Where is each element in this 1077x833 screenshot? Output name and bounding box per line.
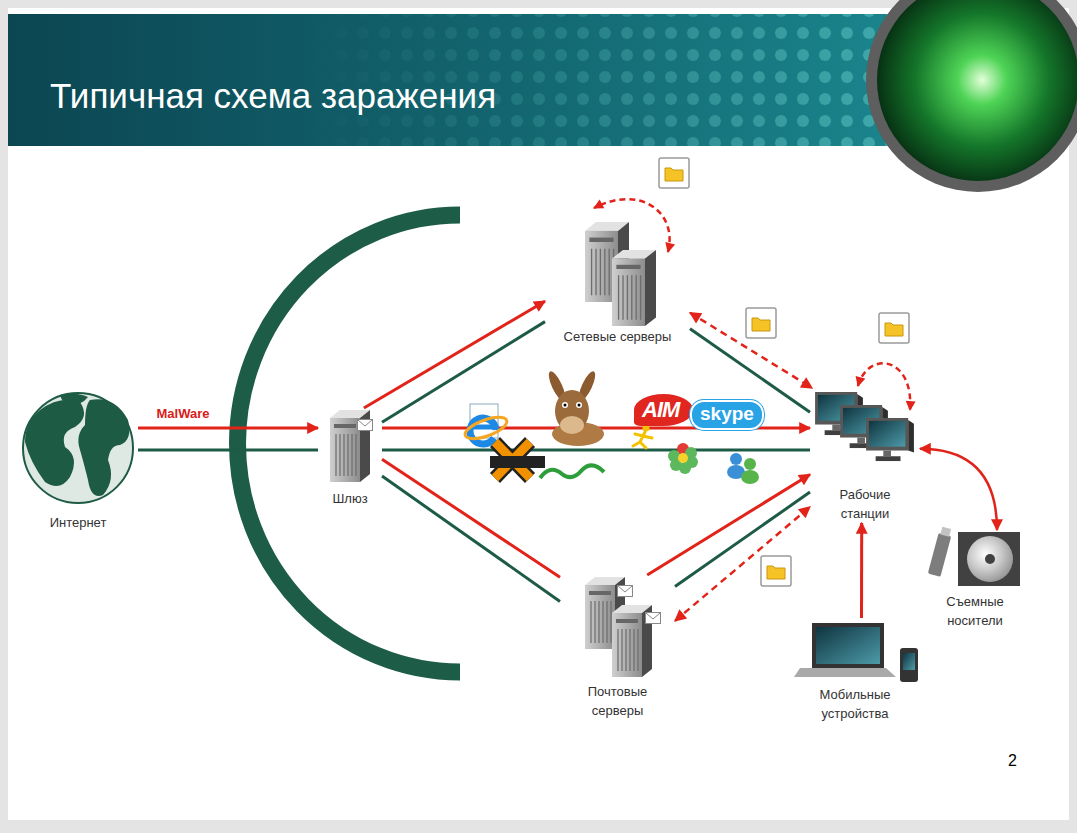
globe-ocean [23, 393, 133, 503]
phone-body [900, 648, 918, 682]
usb-body [928, 533, 951, 577]
app-logo-text: AIM [634, 394, 693, 426]
donkey-pupil [578, 404, 581, 407]
donkey-muzzle [560, 416, 584, 434]
phone-screen [903, 653, 915, 670]
sphere [877, 0, 1077, 181]
person-head [744, 458, 756, 470]
flower-center [678, 453, 688, 463]
media-arrow [920, 449, 997, 530]
p2p-logo [490, 456, 604, 478]
laptop-icon [794, 623, 896, 677]
network-link [138, 449, 318, 452]
e-logo-swoosh [463, 413, 510, 443]
workstation-icon [866, 418, 914, 461]
infection-arrow [860, 523, 863, 618]
network-link [382, 476, 560, 601]
cd-icon [958, 532, 1020, 586]
page-number: 2 [1008, 752, 1017, 770]
runner-body [633, 432, 652, 448]
laptop-lid [812, 623, 884, 668]
self-loop-arrow [594, 199, 670, 252]
internet-node: Интернет [18, 392, 138, 532]
server-node: Сетевые серверы [545, 218, 690, 346]
server-node: Почтовые серверы [560, 575, 675, 720]
app-logo-text: skype [690, 400, 764, 430]
envelope-icon [618, 586, 633, 597]
globe-icon [23, 393, 133, 503]
node-label: Мобильные устройства [810, 685, 900, 723]
person-body [741, 470, 759, 484]
workstation-node: Рабочие станции [810, 388, 920, 523]
donkey-eye [576, 402, 582, 408]
person-head [730, 453, 742, 465]
sphere-ring [866, 0, 1077, 192]
gateway-node: Шлюз [318, 408, 382, 508]
folder-icon [746, 308, 776, 338]
e-logo-bar [473, 425, 497, 430]
node-label: Почтовые серверы [578, 682, 658, 720]
perimeter-arc [238, 215, 460, 672]
self-loop-arrow [858, 363, 910, 410]
node-label: Шлюз [332, 489, 367, 508]
donkey-eye [562, 402, 568, 408]
envelope-icon [646, 613, 661, 624]
folder-icon [761, 556, 791, 586]
donkey-logo [546, 369, 604, 446]
folder-icon [659, 158, 689, 188]
infection-arrow [364, 301, 545, 408]
cd-case [958, 532, 1020, 586]
server-icon [612, 250, 656, 326]
cd-disc [967, 536, 1013, 582]
arrow-group [138, 301, 997, 621]
messenger-logo [727, 453, 759, 484]
flower-logo [668, 443, 698, 474]
laptop-screen [816, 627, 880, 664]
laptop-base [794, 668, 896, 677]
phone-icon [900, 648, 918, 682]
node-label: Рабочие станции [825, 485, 905, 523]
network-link [382, 449, 810, 452]
globe-land [25, 400, 84, 486]
envelope-icon [358, 420, 373, 431]
edge-label: MalWare [157, 406, 210, 421]
infection-arrow [138, 427, 318, 430]
donkey-pupil [564, 404, 567, 407]
network-link [675, 492, 810, 586]
mobile-node: Мобильные устройства [790, 618, 920, 723]
media-node: Съемные носители [920, 530, 1030, 630]
exchange-arrow [675, 507, 810, 621]
network-link [382, 322, 545, 423]
slide-title: Типичная схема заражения [50, 76, 496, 116]
flower-petal [668, 450, 680, 462]
p2p-banner [490, 456, 545, 468]
usb-plug [940, 527, 951, 537]
usb-stick-icon [928, 526, 953, 577]
cd-hole [985, 554, 995, 564]
node-label: Интернет [50, 513, 107, 532]
link-group [138, 322, 810, 602]
globe-outline [23, 393, 133, 503]
node-label: Сетевые серверы [564, 327, 672, 346]
runner-logo [633, 425, 652, 449]
browser-logo [463, 404, 510, 444]
node-label: Съемные носители [935, 592, 1015, 630]
infection-line [382, 459, 560, 577]
p2p-squiggle [540, 465, 604, 478]
folder-icon [879, 313, 909, 343]
